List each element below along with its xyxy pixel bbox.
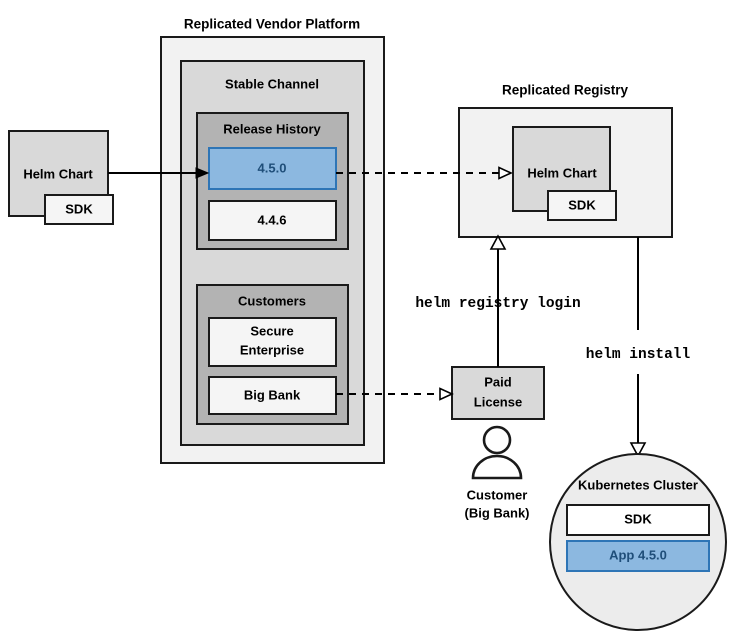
arrowhead-registry-to-cluster <box>629 442 647 458</box>
release-item-4-5-0[interactable] <box>208 147 337 190</box>
cluster-label: Kubernetes Cluster <box>578 477 698 492</box>
release-history-label: Release History <box>223 121 321 136</box>
release-version-label: 4.4.6 <box>258 212 287 227</box>
cluster-app-box <box>566 540 710 572</box>
paid-license-line2: License <box>474 394 522 409</box>
arrowhead-release-to-registry <box>498 166 513 180</box>
arrowhead-license-to-registry <box>489 234 507 250</box>
paid-license-box <box>451 366 545 420</box>
stable-channel-label: Stable Channel <box>225 76 319 91</box>
registry-sdk-label: SDK <box>568 197 596 212</box>
source-sdk-label: SDK <box>65 201 93 216</box>
source-helm-chart-label: Helm Chart <box>23 166 93 181</box>
cluster-app-label: App 4.5.0 <box>609 547 667 562</box>
arrowhead-bigbank-to-license <box>439 387 454 401</box>
registry-title: Replicated Registry <box>502 83 629 98</box>
customer-name-line1: Big Bank <box>244 387 301 402</box>
customer-actor-line2: (Big Bank) <box>465 505 530 520</box>
paid-license-line1: Paid <box>484 374 512 389</box>
source-sdk-box <box>44 194 114 225</box>
cluster-sdk-label: SDK <box>624 511 652 526</box>
cluster-sdk-box <box>566 504 710 536</box>
registry-helm-chart-label: Helm Chart <box>527 165 597 180</box>
arrowhead-chart-to-release <box>195 167 210 179</box>
command-helm-registry-login: helm registry login <box>415 296 580 312</box>
customer-item-secure-enterprise[interactable] <box>208 317 337 367</box>
person-icon <box>471 425 523 480</box>
registry-sdk-box <box>547 190 617 221</box>
release-version-label: 4.5.0 <box>258 160 287 175</box>
customers-label: Customers <box>238 293 306 308</box>
command-helm-install: helm install <box>586 347 691 363</box>
customer-actor-line1: Customer <box>467 487 528 502</box>
platform-title: Replicated Vendor Platform <box>184 17 360 32</box>
release-item-4-4-6[interactable] <box>208 200 337 241</box>
customer-name-line1: Secure <box>250 323 293 338</box>
customer-item-big-bank[interactable] <box>208 376 337 415</box>
customer-name-line2: Enterprise <box>240 342 304 357</box>
